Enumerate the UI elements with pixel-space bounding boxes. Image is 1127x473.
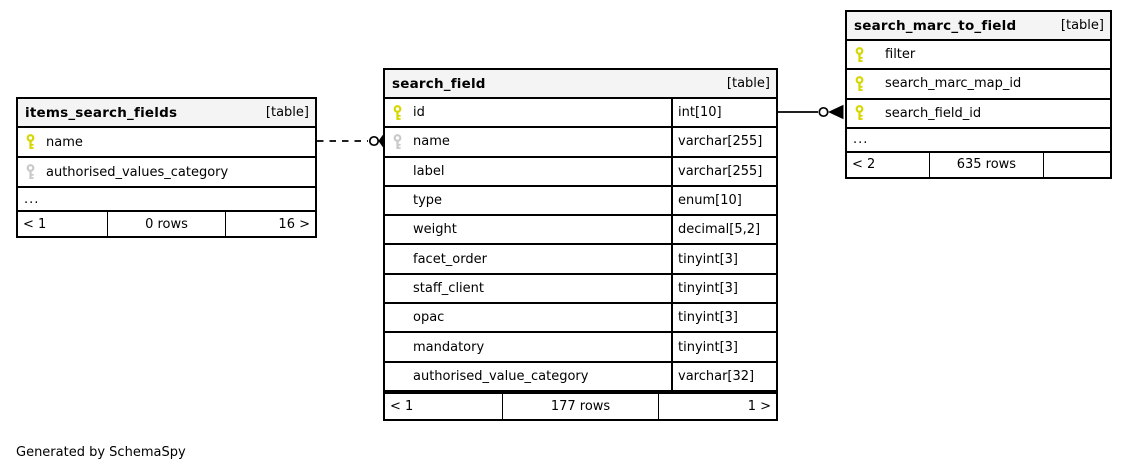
relationship-search-field-id-to-search-marc-to-field: [778, 104, 844, 120]
column-type: tinyint[3]: [671, 245, 776, 273]
column-name: search_marc_map_id: [885, 76, 1022, 92]
index-key-icon: [25, 164, 46, 180]
column-row-type[interactable]: type enum[10]: [385, 186, 776, 217]
column-row-staff-client[interactable]: staff_client tinyint[3]: [385, 274, 776, 305]
primary-key-icon: [854, 46, 875, 63]
column-name: filter: [885, 47, 916, 63]
hidden-columns-ellipsis: ...: [847, 129, 1110, 153]
column-row-authorised-value-category[interactable]: authorised_value_category varchar[32]: [385, 362, 776, 392]
table-footer: < 2 635 rows: [847, 152, 1110, 177]
child-count: 16 >: [278, 216, 310, 232]
child-count: 1 >: [747, 398, 771, 414]
row-count: 0 rows: [107, 212, 226, 236]
table-footer: < 1 177 rows 1 >: [385, 391, 776, 419]
column-name: search_field_id: [885, 105, 982, 121]
column-type: varchar[32]: [671, 362, 776, 390]
column-name: label: [413, 163, 445, 179]
column-type: tinyint[3]: [671, 304, 776, 332]
column-name: facet_order: [413, 251, 487, 267]
table-footer: < 1 0 rows 16 >: [18, 212, 315, 236]
column-row-facet-order[interactable]: facet_order tinyint[3]: [385, 245, 776, 275]
column-name: type: [413, 193, 443, 209]
table-title[interactable]: search_field: [392, 75, 486, 92]
column-row-name[interactable]: name varchar[255]: [385, 128, 776, 158]
primary-key-icon: [392, 104, 413, 121]
table-badge: [table]: [265, 105, 309, 120]
column-type: varchar[255]: [671, 157, 776, 185]
table-header[interactable]: items_search_fields [table]: [18, 99, 315, 128]
primary-key-icon: [854, 105, 875, 121]
column-row-mandatory[interactable]: mandatory tinyint[3]: [385, 333, 776, 363]
generated-by-note: Generated by SchemaSpy: [16, 445, 186, 460]
column-name: opac: [413, 310, 445, 326]
parent-count: < 1: [23, 216, 47, 232]
column-name: staff_client: [413, 280, 484, 296]
table-search-field[interactable]: search_field [table] id int[10] name var…: [383, 68, 778, 421]
column-type: enum[10]: [671, 186, 776, 215]
column-name: authorised_values_category: [46, 164, 229, 180]
parent-count: < 2: [852, 157, 876, 173]
table-header[interactable]: search_marc_to_field [table]: [847, 12, 1110, 41]
column-name: authorised_value_category: [413, 368, 589, 384]
table-header[interactable]: search_field [table]: [385, 70, 776, 99]
table-items-search-fields[interactable]: items_search_fields [table] name authori…: [16, 97, 317, 238]
primary-key-icon: [854, 76, 875, 92]
column-row-weight[interactable]: weight decimal[5,2]: [385, 216, 776, 246]
row-count: 635 rows: [928, 152, 1045, 177]
column-type: int[10]: [671, 99, 776, 127]
table-title[interactable]: items_search_fields: [25, 104, 178, 121]
column-type: varchar[255]: [671, 128, 776, 156]
column-row-name[interactable]: name: [18, 128, 315, 158]
column-name: mandatory: [413, 339, 485, 355]
column-name: name: [46, 134, 83, 150]
column-type: decimal[5,2]: [671, 216, 776, 244]
column-row-label[interactable]: label varchar[255]: [385, 157, 776, 187]
child-count: [1044, 153, 1110, 177]
column-row-search-marc-map-id[interactable]: search_marc_map_id: [847, 70, 1110, 100]
column-row-opac[interactable]: opac tinyint[3]: [385, 304, 776, 334]
column-name: name: [413, 134, 450, 150]
row-count: 177 rows: [502, 393, 659, 419]
table-search-marc-to-field[interactable]: search_marc_to_field [table] filter sear…: [845, 10, 1112, 179]
table-badge: [table]: [726, 76, 770, 91]
table-title[interactable]: search_marc_to_field: [854, 17, 1017, 34]
column-row-filter[interactable]: filter: [847, 41, 1110, 71]
relationship-implied-items-name-to-search-field-name: [317, 134, 383, 148]
column-type: tinyint[3]: [671, 274, 776, 303]
index-key-icon: [392, 134, 413, 150]
table-badge: [table]: [1060, 18, 1104, 33]
column-row-search-field-id[interactable]: search_field_id: [847, 100, 1110, 129]
parent-count: < 1: [390, 398, 414, 414]
primary-key-icon: [25, 134, 46, 150]
column-type: tinyint[3]: [671, 333, 776, 361]
column-name: weight: [413, 222, 457, 238]
column-row-authorised-values-category[interactable]: authorised_values_category: [18, 158, 315, 188]
hidden-columns-ellipsis: ...: [18, 188, 315, 212]
column-row-id[interactable]: id int[10]: [385, 99, 776, 129]
column-name: id: [413, 105, 425, 121]
